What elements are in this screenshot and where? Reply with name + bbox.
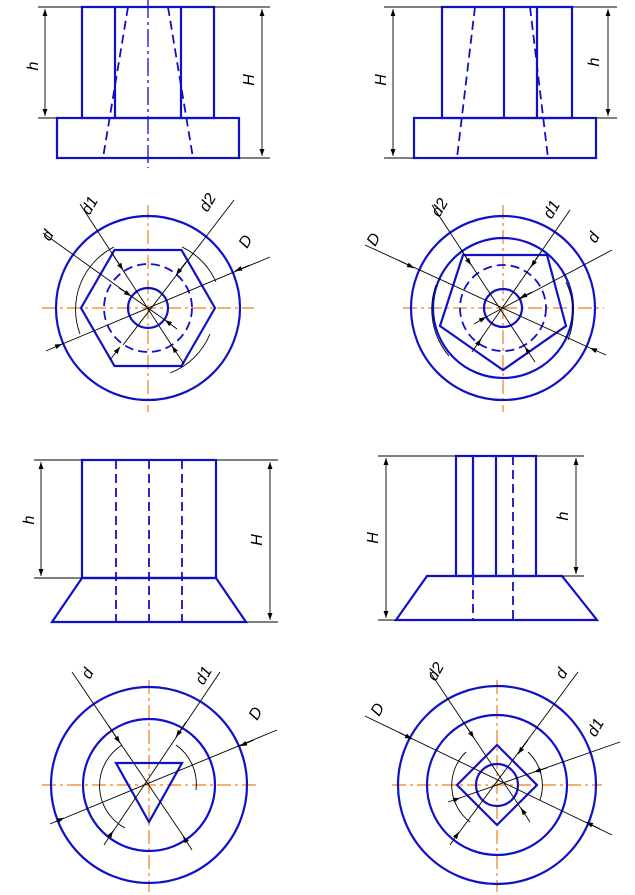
v3-label-h: h [21, 515, 38, 524]
v3-arrow-d-b [182, 835, 193, 851]
v1-label-d2: d2 [196, 191, 220, 215]
view3-front: h H [21, 458, 278, 624]
v2-label-H: H [373, 74, 390, 86]
v2-label-d: d [585, 229, 605, 246]
v1-bore-circle [126, 286, 170, 330]
v2-leader-d1 [479, 209, 571, 341]
v1-leader-d1 [79, 203, 177, 353]
v4-arrow-d2-b [520, 807, 531, 823]
v1-hidden-circle [103, 263, 193, 353]
v1-arrow-d2-a [175, 261, 187, 276]
v2-arrow-d2-b [524, 346, 536, 363]
v4-arrow-D-a [397, 731, 413, 740]
v4-label-d1: d1 [584, 716, 608, 740]
v4-square [455, 743, 539, 827]
v3-leader-d1 [111, 671, 221, 834]
v3-label-d: d [79, 665, 99, 682]
v4-label-h: h [555, 511, 572, 520]
v1-leader-d [42, 232, 132, 297]
v3-arrow-D-b [49, 817, 65, 825]
v2-thin-arc-left [431, 284, 450, 357]
v3-triangle [114, 761, 184, 825]
v4-leader-d2 [429, 671, 523, 811]
v2-upper-body [440, 5, 574, 120]
v2-arrow-d2-a [459, 247, 472, 266]
v1-arrow-d1-b [171, 345, 185, 365]
v2-arrow-d-a [519, 291, 533, 299]
v3-label-H: H [249, 534, 266, 546]
v1-thin-arc-bottom [169, 333, 211, 374]
v4-thin-arc-left [451, 751, 471, 823]
v3-arrow-d-a [108, 725, 121, 744]
view4-front: H h [365, 454, 600, 622]
v1-arrow-D-a [234, 264, 251, 272]
view1-front: h H [25, 0, 270, 168]
view4-top: D d2 d d1 [364, 660, 621, 892]
view1-top: d d1 d2 D [39, 191, 271, 412]
v1-arrow-D-b [45, 343, 63, 352]
v1-arrow-d-b [164, 319, 178, 330]
v2-arrow-D-b [589, 347, 607, 356]
v2-hidden-circle [459, 264, 547, 352]
v2-base [412, 116, 598, 160]
v3-middle-circle [81, 717, 217, 853]
v2-arrow-d1-a [530, 251, 542, 268]
v2-leader-d2 [431, 204, 528, 351]
v2-label-d1: d1 [540, 198, 564, 222]
v2-thin-arc-right [565, 281, 574, 341]
v4-thin-arc-right [527, 751, 543, 801]
v3-label-d1: d1 [192, 664, 216, 688]
view3-top: d d1 D [42, 664, 278, 892]
v1-label-d1: d1 [78, 194, 102, 218]
v4-middle-circle [425, 713, 569, 857]
v4-trapezoid-base [393, 574, 600, 622]
v1-arrow-d-a [118, 287, 132, 297]
v3-arrow-d1-a [175, 721, 187, 738]
v4-label-H: H [365, 532, 382, 544]
v3-arrow-D-a [239, 739, 255, 747]
v2-arrow-D-a [397, 259, 415, 269]
v3-arrow-d1-b [103, 830, 114, 846]
v4-label-d2: d2 [424, 660, 448, 684]
v4-arrow-d-b [449, 831, 460, 846]
v1-label-H: H [241, 74, 258, 86]
v2-arrow-d1-b [471, 338, 482, 353]
v4-arrow-d-a [517, 739, 529, 755]
view2-top: D d2 d1 d [364, 196, 613, 412]
v1-leader-D [59, 256, 271, 346]
v4-arrow-D-b [585, 821, 601, 830]
v2-bore-circle [482, 287, 524, 329]
v2-arrow-d-b [473, 316, 487, 325]
v1-label-h: h [25, 61, 42, 70]
v2-hidden-cone-left [456, 6, 476, 159]
v1-hexagon [79, 248, 217, 368]
v2-label-h: h [586, 57, 603, 66]
v1-arrow-d2-b [109, 346, 121, 361]
v1-hidden-cone-right [167, 6, 194, 159]
v2-hidden-cone-right [529, 6, 549, 159]
v4-label-d: d [553, 665, 573, 682]
v1-thin-arc-left [75, 246, 115, 335]
v3-thin-arc-left [99, 744, 126, 829]
v2-label-d2: d2 [428, 196, 452, 220]
v1-thin-arc-right [181, 246, 217, 283]
v1-label-D: D [236, 232, 257, 251]
v3-outer-circle [49, 685, 249, 885]
v3-label-D: D [246, 704, 267, 723]
v1-outer-circle [54, 214, 242, 402]
v4-arrow-d2-a [461, 719, 475, 739]
v1-arrow-d1-a [111, 252, 124, 271]
v4-arrow-d1-a [533, 767, 548, 773]
v4-arrow-d1-b [447, 797, 461, 803]
view2-front: H h [373, 5, 617, 160]
v2-outer-circle [409, 214, 597, 402]
v2-pentagon [438, 253, 568, 372]
v4-outer-circle [396, 684, 598, 886]
v4-bore-circle [474, 762, 520, 808]
v4-label-D: D [368, 700, 389, 719]
v1-hidden-cone-left [102, 6, 129, 159]
v3-leader-d [71, 671, 187, 841]
v2-leader-d [485, 249, 613, 318]
